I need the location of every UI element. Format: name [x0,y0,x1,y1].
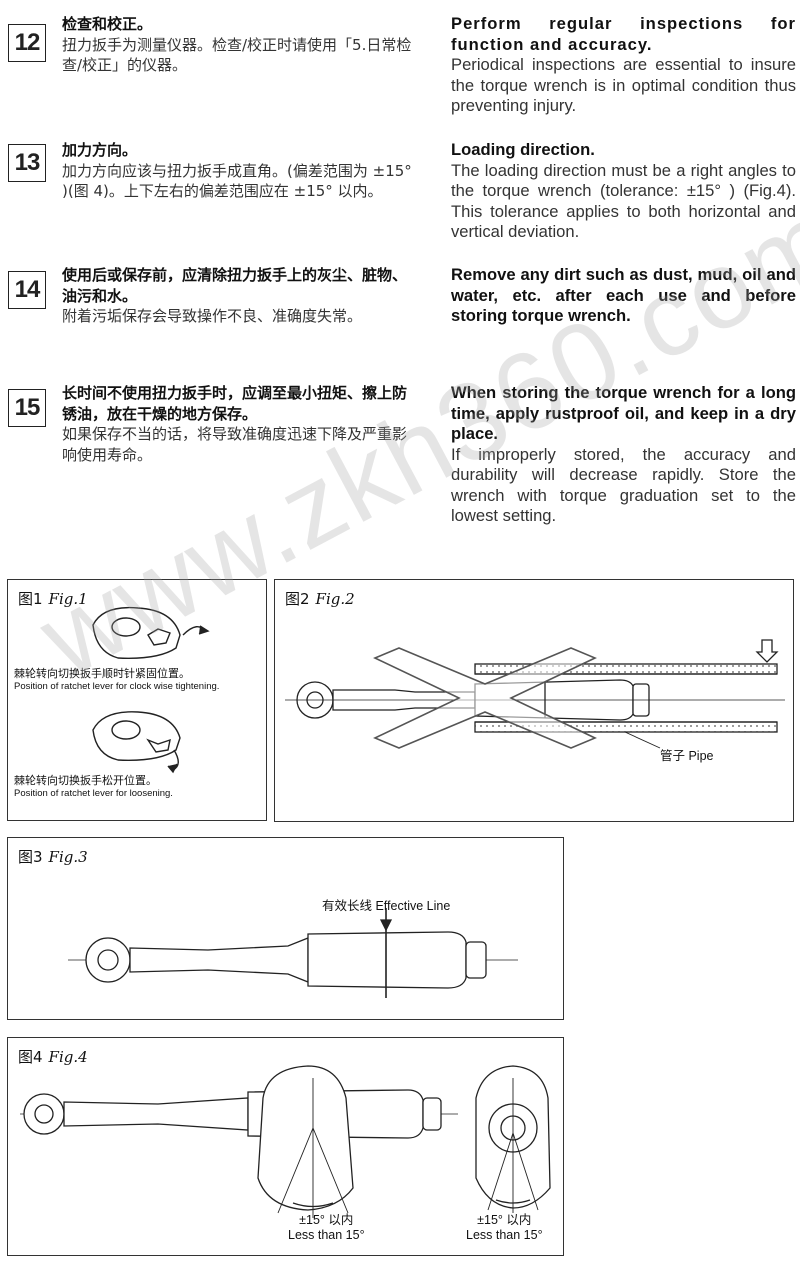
en-body: The loading direction must be a right an… [451,160,796,242]
en-title: When storing the torque wrench for a lon… [451,383,796,443]
caption-tightening: 棘轮转向切换扳手顺时针紧固位置。 Position of ratchet lev… [14,667,220,692]
zh-body: 附着污垢保存会导致操作不良、准确度失常。 [62,307,363,325]
zh-title: 使用后或保存前，应清除扭力扳手上的灰尘、脏物、油污和水。 [62,266,408,305]
zh-title: 长时间不使用扭力扳手时，应调至最小扭矩、擦上防锈油，放在干燥的地方保存。 [62,384,408,423]
effective-line-label: 有效长线 Effective Line [322,899,451,913]
zh-body: 如果保存不当的话，将导致准确度迅速下降及严重影响使用寿命。 [62,425,408,464]
step-number: 14 [8,271,46,309]
ratchet-head-illustration [92,606,210,774]
step-number: 12 [8,24,46,62]
en-text: Perform regular inspections for function… [451,14,796,117]
tolerance-label-2: ±15° 以内 Less than 15° [466,1213,543,1242]
section-13: 13 加力方向。 加力方向应该与扭力扳手成直角。(偏差范围为 ±15° )(图 … [8,140,796,250]
zh-text: 加力方向。 加力方向应该与扭力扳手成直角。(偏差范围为 ±15° )(图 4)。… [62,140,412,202]
tolerance-label-1: ±15° 以内 Less than 15° [288,1213,365,1242]
loading-direction-illustration [20,1065,551,1218]
en-body: If improperly stored, the accuracy and d… [451,444,796,526]
effective-line-illustration [68,908,518,998]
section-12: 12 检查和校正。 扭力扳手为测量仪器。检查/校正时请使用「5.日常检查/校正」… [8,14,796,124]
zh-title: 检查和校正。 [62,15,153,33]
zh-title: 加力方向。 [62,141,138,159]
en-text: Loading direction. The loading direction… [451,140,796,243]
en-body: Periodical inspections are essential to … [451,55,796,115]
en-text: When storing the torque wrench for a lon… [451,383,796,527]
step-number: 13 [8,144,46,182]
section-15: 15 长时间不使用扭力扳手时，应调至最小扭矩、擦上防锈油，放在干燥的地方保存。 … [8,383,796,533]
zh-text: 检查和校正。 扭力扳手为测量仪器。检查/校正时请使用「5.日常检查/校正」的仪器… [62,14,412,76]
en-title: Loading direction. [451,140,595,159]
step-number: 15 [8,389,46,427]
en-text: Remove any dirt such as dust, mud, oil a… [451,265,796,327]
en-title: Remove any dirt such as dust, mud, oil a… [451,265,796,325]
wrench-with-pipe-illustration [285,639,785,749]
zh-text: 长时间不使用扭力扳手时，应调至最小扭矩、擦上防锈油，放在干燥的地方保存。 如果保… [62,383,412,465]
zh-text: 使用后或保存前，应清除扭力扳手上的灰尘、脏物、油污和水。 附着污垢保存会导致操作… [62,265,412,327]
caption-loosening: 棘轮转向切换扳手松开位置。 Position of ratchet lever … [14,774,173,799]
en-title: Perform regular inspections for function… [451,14,796,54]
pipe-label: 管子 Pipe [660,749,714,763]
zh-body: 加力方向应该与扭力扳手成直角。(偏差范围为 ±15° )(图 4)。上下左右的偏… [62,161,412,201]
section-14: 14 使用后或保存前，应清除扭力扳手上的灰尘、脏物、油污和水。 附着污垢保存会导… [8,265,796,365]
zh-body: 扭力扳手为测量仪器。检查/校正时请使用「5.日常检查/校正」的仪器。 [62,35,412,75]
